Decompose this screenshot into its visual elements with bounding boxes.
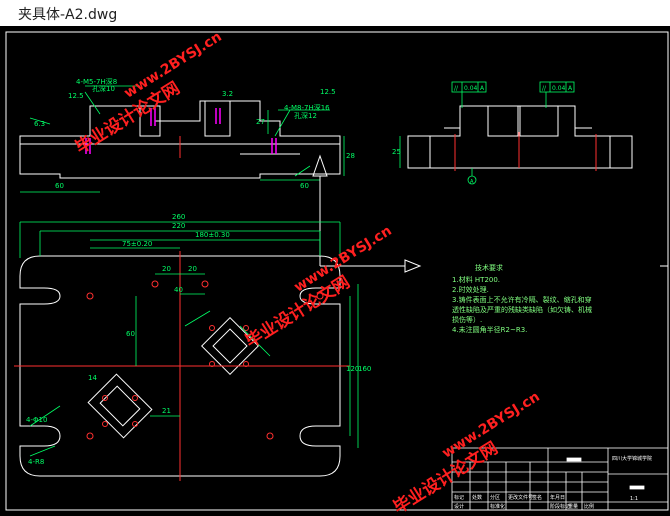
callout-roughness-left: 12.5 — [68, 92, 84, 100]
svg-text://: // — [454, 85, 459, 92]
dim-27: 27 — [256, 118, 265, 126]
svg-text:更改文件号: 更改文件号 — [508, 494, 533, 501]
dim-20b: 20 — [188, 265, 197, 273]
callout-m8-depth: 孔深12 — [294, 111, 317, 120]
svg-text:1.材料 HT200.: 1.材料 HT200. — [452, 275, 500, 284]
side-view-tolerance — [399, 81, 575, 185]
callout-m8: 4-M8-7H深16 — [284, 103, 330, 112]
svg-text:3.铸件表面上不允许有冷隔、裂纹、缩孔和穿: 3.铸件表面上不允许有冷隔、裂纹、缩孔和穿 — [452, 295, 592, 304]
dim-height-28: 28 — [346, 152, 355, 160]
window-titlebar: 夹具体-A2.dwg — [0, 0, 670, 27]
dim-260: 260 — [172, 213, 185, 221]
callout-m5: 4-M5-7H深8 — [76, 77, 117, 86]
technical-requirements: 技术要求 1.材料 HT200. 2.时效处理. 3.铸件表面上不允许有冷隔、裂… — [452, 263, 592, 334]
cad-drawing-canvas[interactable]: 4-M5-7H深8 孔深10 12.5 4-M8-7H深16 孔深12 12.5… — [0, 26, 670, 516]
svg-text:0.04: 0.04 — [464, 85, 478, 92]
dim-radius: 4-R8 — [28, 458, 44, 466]
side-view-labels: // 0.04 A // 0.04 A 25 A — [392, 85, 573, 185]
plan-view-holes — [86, 280, 324, 440]
dim-60-left: 60 — [55, 182, 64, 190]
dim-60: 60 — [126, 330, 135, 338]
front-view — [19, 100, 341, 179]
svg-text:分区: 分区 — [490, 494, 500, 501]
svg-text:阶段标记: 阶段标记 — [550, 503, 570, 510]
front-view-labels: 4-M5-7H深8 孔深10 12.5 4-M8-7H深16 孔深12 12.5… — [34, 77, 355, 190]
school-name: 四川大学锦城学院 — [612, 455, 652, 462]
dim-20a: 20 — [162, 265, 171, 273]
svg-text:A: A — [480, 85, 485, 92]
side-view — [407, 105, 633, 169]
dim-180: 180±0.30 — [195, 231, 230, 239]
svg-text:处数: 处数 — [472, 494, 482, 501]
dim-75: 75±0.20 — [122, 240, 152, 248]
plan-view-dimensions — [19, 221, 359, 457]
svg-text:标准化: 标准化 — [490, 503, 505, 510]
dim-220: 220 — [172, 222, 185, 230]
dim-120: 120 — [346, 365, 359, 373]
dim-holes: 4-Φ10 — [26, 416, 47, 424]
roughness-left: 6.3 — [34, 120, 45, 128]
dim-14: 14 — [88, 374, 97, 382]
front-view-hidden-holes — [85, 108, 277, 154]
plan-view-labels: 260 220 180±0.30 75±0.20 20 20 40 60 120… — [26, 213, 371, 466]
callout-roughness-right: 12.5 — [320, 88, 336, 96]
svg-text:比例: 比例 — [584, 503, 594, 510]
dim-60-right: 60 — [300, 182, 309, 190]
svg-text:标记: 标记 — [454, 494, 464, 501]
drawing-frame — [5, 31, 669, 511]
svg-text://: // — [542, 85, 547, 92]
svg-text:2.时效处理.: 2.时效处理. — [452, 285, 489, 294]
window-title: 夹具体-A2.dwg — [18, 7, 118, 23]
side-view-centerlines — [454, 132, 597, 171]
plan-view-centerlines — [14, 251, 350, 481]
dim-40: 40 — [174, 286, 183, 294]
plan-view — [19, 255, 341, 477]
callout-m5-depth: 孔深10 — [92, 84, 115, 93]
svg-text:0.04: 0.04 — [552, 85, 566, 92]
title-block-labels: 四川大学锦城学院 1:1 标记 处数 分区 更改文件号 签名 年月日 设计 标准… — [454, 455, 652, 510]
roughness-mid: 3.2 — [222, 90, 233, 98]
front-view-dimensions — [20, 85, 345, 193]
cad-drawing[interactable]: 4-M5-7H深8 孔深10 12.5 4-M8-7H深16 孔深12 12.5… — [0, 26, 670, 516]
svg-text:A: A — [568, 85, 573, 92]
title-block — [451, 447, 669, 511]
svg-text:年月日: 年月日 — [550, 494, 565, 501]
dim-160: 160 — [358, 365, 371, 373]
dim-21: 21 — [162, 407, 171, 415]
svg-text:签名: 签名 — [532, 494, 542, 501]
svg-text:重量: 重量 — [568, 503, 578, 510]
svg-text:4.未注圆角半径R2~R3.: 4.未注圆角半径R2~R3. — [452, 325, 527, 334]
tech-req-title: 技术要求 — [475, 263, 503, 272]
svg-text:透性缺陷及严重的残缺类缺陷（如欠铸、机械: 透性缺陷及严重的残缺类缺陷（如欠铸、机械 — [452, 305, 592, 314]
svg-text:损伤等）.: 损伤等）. — [452, 315, 482, 324]
section-arrow — [312, 154, 422, 273]
datum-a: A — [470, 179, 474, 185]
svg-text:设计: 设计 — [454, 503, 464, 510]
scale-value: 1:1 — [630, 496, 638, 502]
dim-height-25: 25 — [392, 148, 401, 156]
